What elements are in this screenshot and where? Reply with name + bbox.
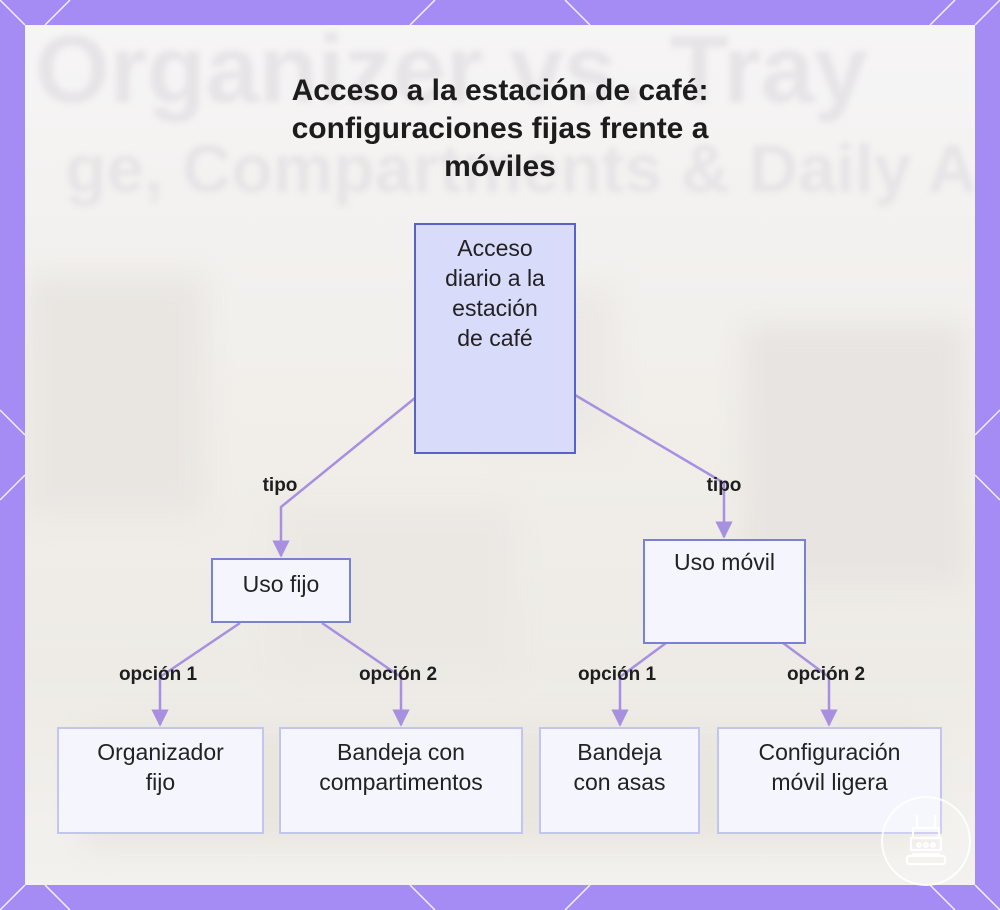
node-bandeja-asas-line-1: Bandeja (577, 739, 662, 765)
diagram-title: Acceso a la estación de café: configurac… (0, 72, 1000, 186)
node-organizador-line-1: Organizador (97, 739, 224, 765)
edge-mobile-to-tray-handles (611, 641, 667, 727)
node-uso-fijo-label: Uso fijo (242, 571, 320, 597)
node-root-line-1: Acceso (457, 235, 533, 261)
edge-fixed-to-tray-compartments (321, 621, 410, 727)
edge-mobile-to-light-mobile (782, 641, 838, 727)
edge-root-to-fixed (272, 397, 416, 558)
node-organizador-line-2: fijo (145, 769, 176, 795)
node-root-line-3: estación (452, 295, 538, 321)
node-root-line-2: diario a la (445, 265, 545, 291)
coffee-maker-icon (881, 796, 971, 886)
node-config-movil-line-1: Configuración (758, 739, 901, 765)
node-bandeja-compart-line-2: compartimentos (319, 769, 483, 795)
node-uso-movil-label: Uso móvil (674, 549, 775, 575)
node-uso-fijo: Uso fijo (211, 558, 351, 623)
title-line-2: configuraciones fijas frente a (291, 112, 709, 145)
edge-root-to-mobile (574, 393, 733, 539)
edge-fixed-to-organizer (151, 621, 241, 727)
edge-label-option2-mobile: opción 2 (786, 664, 866, 685)
node-root-line-4: de café (457, 325, 533, 351)
node-root: Acceso diario a la estación de café (414, 223, 576, 454)
title-line-1: Acceso a la estación de café: (291, 74, 709, 107)
node-bandeja-compart-line-1: Bandeja con (337, 739, 465, 765)
edge-label-tipo-right: tipo (706, 475, 742, 496)
background-blur-shape (25, 275, 205, 515)
background-text-2: ge, Compartments & Daily Ac (65, 131, 975, 207)
node-bandeja-asas: Bandeja con asas (539, 727, 700, 834)
node-uso-movil: Uso móvil (643, 539, 806, 644)
node-configuracion-movil-ligera: Configuración móvil ligera (717, 727, 942, 834)
edge-label-option1-mobile: opción 1 (577, 664, 657, 685)
edge-label-tipo-left: tipo (262, 475, 298, 496)
title-line-3: móviles (444, 150, 556, 183)
edge-label-option1-fixed: opción 1 (118, 664, 198, 685)
background-text-1: Organizer vs. Tray (35, 25, 868, 123)
node-config-movil-line-2: móvil ligera (771, 769, 888, 795)
edge-label-option2-fixed: opción 2 (358, 664, 438, 685)
node-bandeja-compartimentos: Bandeja con compartimentos (279, 727, 523, 834)
node-bandeja-asas-line-2: con asas (573, 769, 666, 795)
coffee-maker-icon-graphic (905, 814, 947, 866)
node-organizador-fijo: Organizador fijo (57, 727, 264, 834)
